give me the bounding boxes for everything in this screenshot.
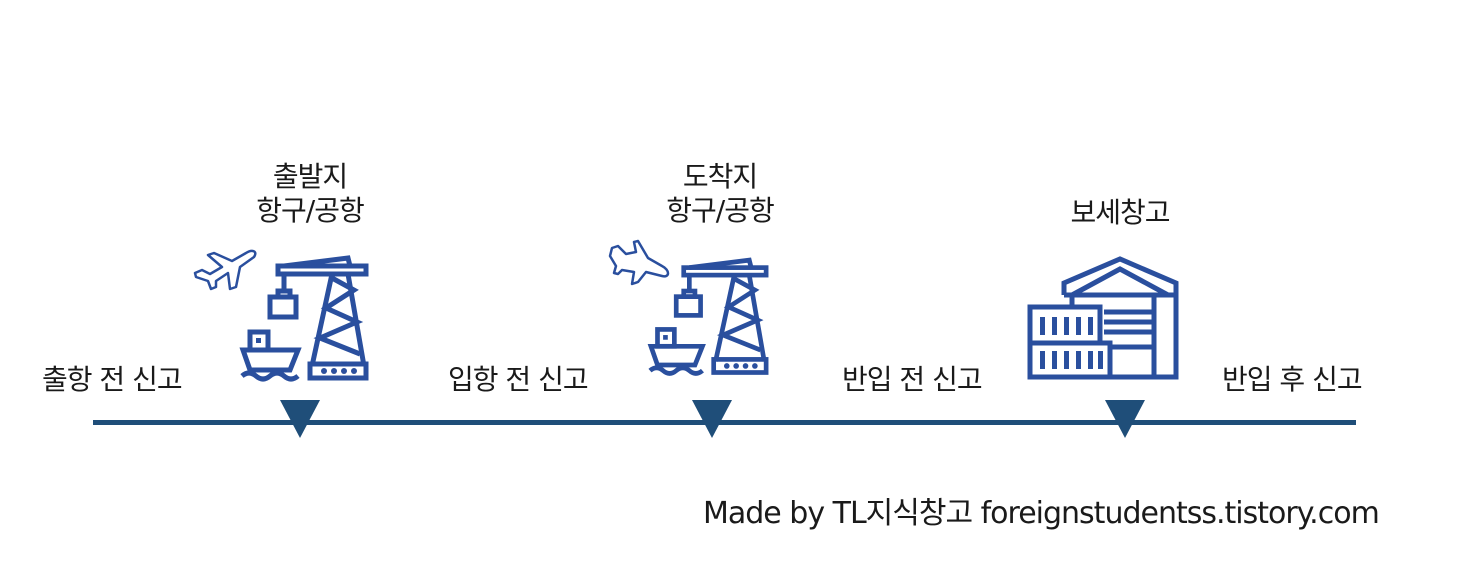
stage-label-pre-arrival: 입항 전 신고	[448, 363, 589, 396]
node-title-line1: 출발지	[272, 160, 348, 193]
stage-label-pre-departure: 출항 전 신고	[42, 363, 183, 396]
departing-plane-icon	[193, 249, 257, 291]
node-title-arrival: 도착지 항구/공항	[640, 160, 800, 228]
node-title-line2: 항구/공항	[666, 194, 774, 227]
node-title-warehouse: 보세창고	[1040, 196, 1200, 230]
timeline-marker-arrival	[692, 400, 732, 438]
stage-label-pre-import: 반입 전 신고	[842, 363, 983, 396]
node-title-line1: 보세창고	[1070, 196, 1170, 229]
timeline-marker-warehouse	[1105, 400, 1145, 438]
node-title-departure: 출발지 항구/공항	[230, 160, 390, 228]
credit-text: Made by TL지식창고 foreignstudentss.tistory.…	[703, 496, 1380, 531]
timeline-marker-departure	[280, 400, 320, 438]
arriving-plane-icon	[608, 239, 670, 286]
node-title-line1: 도착지	[682, 160, 758, 193]
node-title-line2: 항구/공항	[256, 194, 364, 227]
crane-ship-icon	[647, 257, 769, 376]
crane-ship-icon	[239, 255, 369, 382]
bonded-warehouse-icon	[1027, 256, 1179, 380]
stage-label-post-import: 반입 후 신고	[1222, 363, 1363, 396]
